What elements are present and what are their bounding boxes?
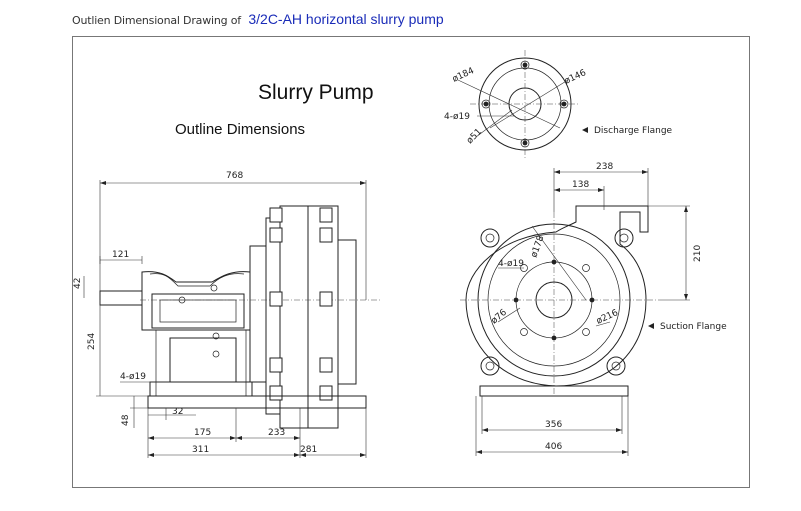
dim-121: 121 (112, 250, 129, 260)
discharge-dim-holes: 4-ø19 (444, 112, 470, 122)
dim-32: 32 (172, 407, 183, 417)
dim-406: 406 (545, 442, 562, 452)
dim-175: 175 (194, 428, 211, 438)
suction-dim-76: ø76 (490, 308, 510, 327)
suction-dim-holes: 4-ø19 (498, 259, 524, 269)
header-title: 3/2C-AH horizontal slurry pump (248, 11, 444, 27)
drawing-header: Outlien Dimensional Drawing of 3/2C-AH h… (72, 11, 444, 29)
drawing-heading: Slurry Pump (258, 81, 374, 104)
discharge-flange-label: Discharge Flange (594, 126, 673, 136)
dim-foot-holes: 4-ø19 (120, 372, 146, 382)
discharge-dim-184: ø184 (451, 66, 476, 85)
dim-311: 311 (192, 445, 209, 455)
side-view: 768 121 42 (73, 171, 380, 458)
dim-768: 768 (226, 171, 243, 181)
drawing-frame (72, 36, 750, 488)
dim-254: 254 (87, 333, 97, 350)
dim-138: 138 (572, 180, 589, 190)
dim-281: 281 (300, 445, 317, 455)
header-prefix: Outlien Dimensional Drawing of (72, 14, 241, 27)
dim-233: 233 (268, 428, 285, 438)
suction-flange-label: Suction Flange (660, 322, 727, 332)
discharge-dim-146: ø146 (563, 68, 588, 87)
dim-48: 48 (121, 414, 131, 426)
dim-356: 356 (545, 420, 562, 430)
drawing-subheading: Outline Dimensions (175, 121, 305, 138)
discharge-flange-view: ø184 ø146 4-ø19 ø51 Discharge Flange (444, 50, 673, 158)
dim-210: 210 (693, 245, 703, 262)
discharge-dim-51: ø51 (465, 127, 484, 146)
suction-dim-216: ø216 (595, 308, 620, 327)
front-view: 356 406 238 138 210 ø178 4-ø19 ø76 ø216 … (460, 162, 727, 456)
dim-238: 238 (596, 162, 613, 172)
dim-42: 42 (73, 278, 83, 289)
